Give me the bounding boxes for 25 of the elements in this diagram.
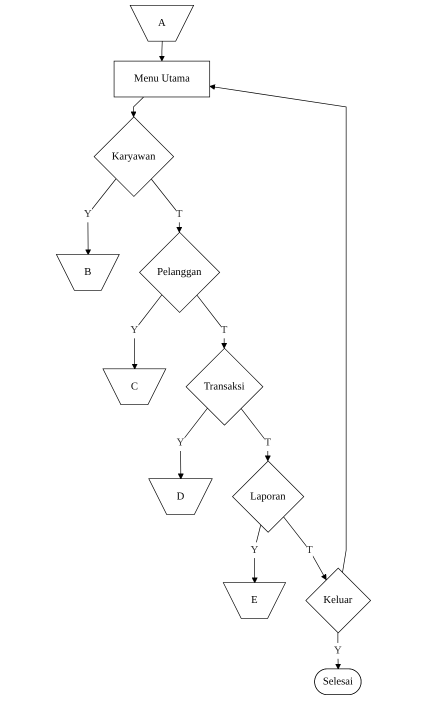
edge-label: Y: [334, 644, 342, 656]
node-diamond: Keluar: [305, 568, 372, 634]
arrow: [283, 516, 326, 580]
arrow: [240, 408, 271, 462]
edge-label: T: [264, 437, 272, 448]
edge-label: Y: [176, 437, 184, 448]
edge-label: T: [176, 208, 183, 220]
edge-label: T: [306, 544, 313, 556]
edge-label: Y: [130, 324, 138, 336]
node-diamond: Laporan: [232, 460, 304, 533]
node-diamond: Transaksi: [186, 348, 264, 426]
node-diamond: Karyawan: [94, 116, 174, 197]
node-diamond: Pelanggan: [139, 232, 220, 313]
edge-label: Y: [84, 208, 92, 220]
arrow: [132, 294, 162, 370]
arrow: [196, 294, 228, 349]
node-box: Menu Utama: [114, 60, 210, 98]
arrow: [209, 84, 346, 574]
arrow: [130, 96, 144, 118]
arrow: [85, 178, 116, 256]
arrow: [150, 178, 182, 233]
arrow: [252, 524, 262, 584]
arrow: [158, 41, 165, 62]
edge-label: T: [220, 324, 228, 336]
edge-label: Y: [250, 544, 258, 556]
